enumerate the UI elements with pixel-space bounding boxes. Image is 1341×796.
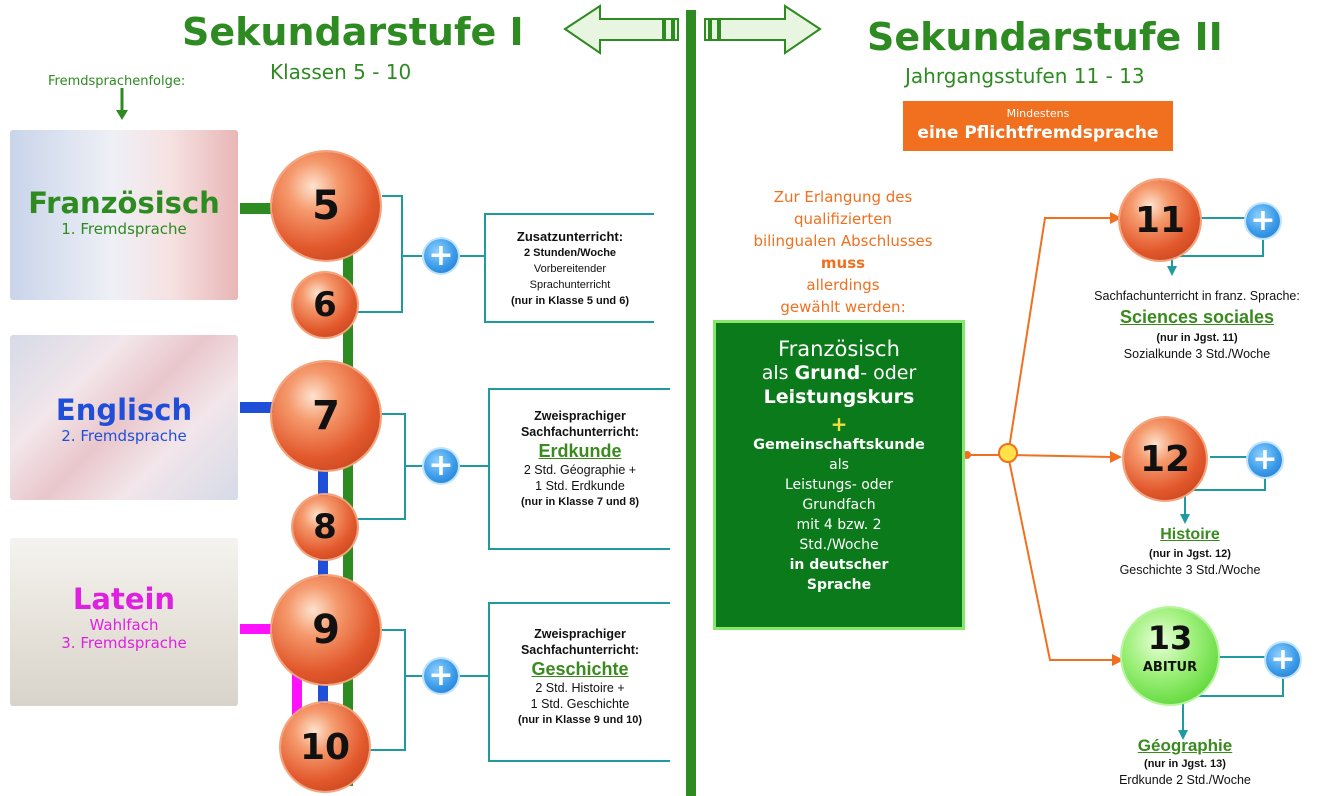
plus-icon: + xyxy=(1248,443,1282,477)
year-13-caption: Géographie (nur in Jgst. 13) Erdkunde 2 … xyxy=(1070,736,1300,788)
box-note: (nur in Klasse 7 und 8) xyxy=(521,496,639,508)
class-9-circle: 9 xyxy=(272,576,380,684)
box-title: Zweisprachiger xyxy=(534,627,626,641)
intro-line: Zur Erlangung des xyxy=(773,188,913,206)
year-13-circle: 13 ABITUR xyxy=(1122,608,1218,704)
language-name: Französisch xyxy=(28,186,220,220)
caption-note: (nur in Jgst. 12) xyxy=(1149,548,1231,560)
box-plus: + xyxy=(830,412,848,436)
caption-subject: Géographie xyxy=(1137,736,1233,755)
box-line: 1 Std. Erdkunde xyxy=(535,479,625,493)
caption-subject: Histoire xyxy=(1160,526,1220,543)
left-title: Sekundarstufe I xyxy=(182,10,524,54)
language-name: Latein xyxy=(72,582,176,616)
caption-detail: Geschichte 3 Std./Woche xyxy=(1119,563,1261,577)
requirement-badge: Mindestens eine Pflichtfremdsprache xyxy=(903,101,1173,151)
year-12-caption: Histoire (nur in Jgst. 12) Geschichte 3 … xyxy=(1080,524,1300,578)
intro-text: Zur Erlangung des qualifizierten bilingu… xyxy=(718,186,968,318)
box-subject: Geschichte xyxy=(531,659,629,679)
info-box-geography: Zweisprachiger Sachfachunterricht: Erdku… xyxy=(488,388,670,550)
box-line: Leistungskurs xyxy=(763,386,915,408)
box-title: Sachfachunterricht: xyxy=(520,425,640,439)
class-6-circle: 6 xyxy=(293,273,357,337)
plus-icon: + xyxy=(424,659,458,693)
right-title: Sekundarstufe II xyxy=(867,15,1223,59)
intro-line: qualifizierten xyxy=(793,210,893,228)
language-detail: 3. Fremdsprache xyxy=(61,634,187,652)
year-number: 13 xyxy=(1147,619,1193,657)
sequence-label: Fremdsprachenfolge: xyxy=(48,74,186,89)
box-line-group: als Grund- oder xyxy=(716,361,962,385)
box-line: 1 Std. Geschichte xyxy=(530,697,630,711)
box-line: Sprachunterricht xyxy=(529,279,611,291)
left-subtitle: Klassen 5 - 10 xyxy=(270,60,412,84)
caption-detail: Sozialkunde 3 Std./Woche xyxy=(1123,347,1271,361)
plus-icon: + xyxy=(1266,643,1300,677)
box-line: Gemeinschaftskunde xyxy=(753,437,925,453)
caption-detail: Erdkunde 2 Std./Woche xyxy=(1119,773,1251,787)
info-box-history: Zweisprachiger Sachfachunterricht: Gesch… xyxy=(488,602,670,762)
box-line: als xyxy=(829,457,849,473)
language-detail: 2. Fremdsprache xyxy=(61,427,187,445)
box-line: in deutscher xyxy=(789,557,889,573)
badge-big-text: eine Pflichtfremdsprache xyxy=(917,123,1159,143)
language-name: Englisch xyxy=(55,393,193,427)
year-12-circle: 12 xyxy=(1124,418,1206,500)
caption-subject: Sciences sociales xyxy=(1119,307,1275,327)
class-7-circle: 7 xyxy=(272,362,380,470)
caption-note: (nur in Jgst. 13) xyxy=(1144,758,1226,770)
box-title: Zweisprachiger xyxy=(534,409,626,423)
info-box-supplementary: Zusatzunterricht: 2 Stunden/Woche Vorber… xyxy=(484,213,654,323)
class-10-circle: 10 xyxy=(281,703,369,791)
box-line: Sprache xyxy=(806,577,872,593)
abitur-label: ABITUR xyxy=(1142,660,1198,675)
year-11-circle: 11 xyxy=(1120,180,1200,260)
box-line: 2 Stunden/Woche xyxy=(523,247,617,259)
plus-icon: + xyxy=(1246,204,1280,238)
intro-line: gewählt werden: xyxy=(780,298,906,316)
box-note: (nur in Klasse 5 und 6) xyxy=(511,295,629,307)
right-subtitle: Jahrgangsstufen 11 - 13 xyxy=(905,64,1145,88)
language-detail: 1. Fremdsprache xyxy=(61,220,187,238)
intro-line: allerdings xyxy=(806,276,880,294)
language-panel-latin: Latein Wahlfach 3. Fremdsprache xyxy=(10,538,238,706)
intro-line: bilingualen Abschlusses xyxy=(753,232,933,250)
plus-icon: + xyxy=(424,449,458,483)
box-line: mit 4 bzw. 2 xyxy=(796,517,882,533)
box-line: Vorbereitender xyxy=(533,263,607,275)
box-line: als xyxy=(761,362,795,384)
box-line: Grundfach xyxy=(802,497,876,513)
box-note: (nur in Klasse 9 und 10) xyxy=(517,714,643,726)
french-requirement-box: Französisch als Grund- oder Leistungskur… xyxy=(713,320,965,630)
box-line: Leistungs- oder xyxy=(784,477,894,493)
language-panel-french: Französisch 1. Fremdsprache xyxy=(10,130,238,300)
caption-line: Sachfachunterricht in franz. Sprache: xyxy=(1094,289,1300,303)
caption-note: (nur in Jgst. 11) xyxy=(1156,332,1238,344)
plus-icon: + xyxy=(424,239,458,273)
class-5-circle: 5 xyxy=(272,152,380,260)
box-subject: Erdkunde xyxy=(538,441,622,461)
language-detail: Wahlfach xyxy=(89,616,159,634)
box-title: Sachfachunterricht: xyxy=(520,643,640,657)
intro-line: muss xyxy=(820,254,866,272)
box-line: 2 Std. Histoire + xyxy=(535,681,625,695)
box-line: Grund xyxy=(794,362,861,384)
box-line: 2 Std. Géographie + xyxy=(523,463,637,477)
class-8-circle: 8 xyxy=(293,495,357,559)
box-title: Zusatzunterricht: xyxy=(516,229,624,244)
language-panel-english: Englisch 2. Fremdsprache xyxy=(10,335,238,500)
badge-small-text: Mindestens xyxy=(1006,107,1070,120)
box-line: - oder xyxy=(860,362,917,384)
year-11-caption: Sachfachunterricht in franz. Sprache: Sc… xyxy=(1052,288,1341,362)
box-line: Französisch xyxy=(778,337,900,361)
box-line: Std./Woche xyxy=(799,537,879,553)
